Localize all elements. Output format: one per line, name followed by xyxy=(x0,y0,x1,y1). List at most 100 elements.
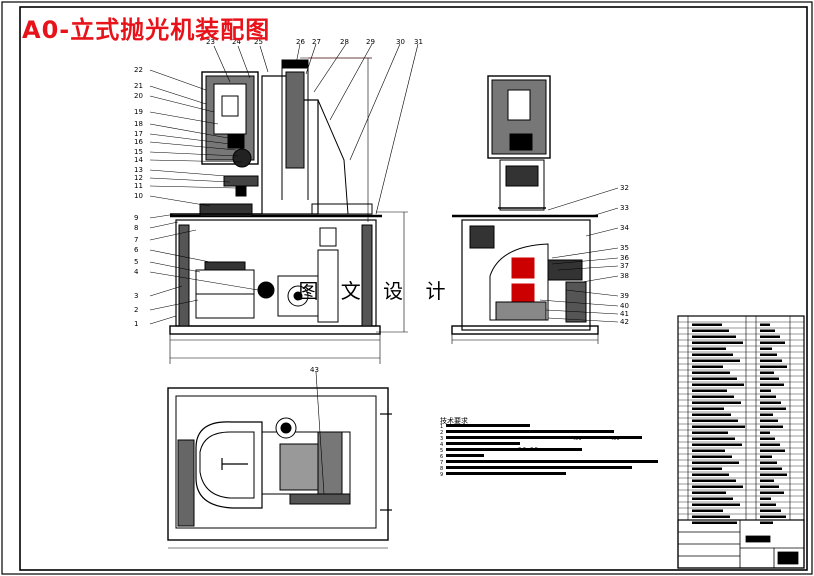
parts-row-material xyxy=(760,461,777,464)
callout-28: 28 xyxy=(340,38,349,46)
parts-row-material xyxy=(760,437,775,440)
parts-row-entry xyxy=(692,503,740,506)
callout-34: 34 xyxy=(620,224,629,232)
parts-row-material xyxy=(760,395,776,398)
parts-row-entry xyxy=(692,377,737,380)
parts-row-entry xyxy=(692,383,744,386)
callout-9: 9 xyxy=(134,214,138,222)
inner-border xyxy=(19,6,808,571)
parts-row-entry xyxy=(692,515,730,518)
parts-row-material xyxy=(760,323,770,326)
parts-row-entry xyxy=(692,461,739,464)
parts-row-entry xyxy=(692,467,722,470)
parts-row-material xyxy=(760,371,774,374)
callout-39: 39 xyxy=(620,292,629,300)
parts-row-entry xyxy=(692,425,745,428)
title-block xyxy=(677,519,805,569)
note-number-3: 3 xyxy=(440,436,443,442)
callout-32: 32 xyxy=(620,184,629,192)
callout-33: 33 xyxy=(620,204,629,212)
parts-list-rows xyxy=(678,321,804,524)
drawing-title: A0-立式抛光机装配图 xyxy=(22,16,271,44)
callout-26: 26 xyxy=(296,38,305,46)
note-number-5: 5 xyxy=(440,448,443,454)
parts-row-entry xyxy=(692,455,732,458)
parts-row-material xyxy=(760,359,782,362)
note-fragment: 400 xyxy=(610,436,620,442)
callout-14: 14 xyxy=(134,156,143,164)
parts-row-material xyxy=(760,347,772,350)
note-number-9: 9 xyxy=(440,472,443,478)
callout-43: 43 xyxy=(310,366,319,374)
note-number-6: 6 xyxy=(440,454,443,460)
callout-23: 23 xyxy=(206,38,215,46)
parts-row-entry xyxy=(692,335,736,338)
callout-10: 10 xyxy=(134,192,143,200)
callout-13: 13 xyxy=(134,166,143,174)
parts-row-entry xyxy=(692,401,741,404)
parts-row-material xyxy=(760,509,781,512)
callout-12: 12 xyxy=(134,174,143,182)
parts-row-material xyxy=(760,419,778,422)
parts-row-entry xyxy=(692,389,727,392)
parts-row-material xyxy=(760,467,782,470)
parts-row-material xyxy=(760,365,787,368)
callout-22: 22 xyxy=(134,66,143,74)
callout-18: 18 xyxy=(134,120,143,128)
callout-8: 8 xyxy=(134,224,138,232)
callout-1: 1 xyxy=(134,320,138,328)
parts-row-entry xyxy=(692,395,734,398)
callout-2: 2 xyxy=(134,306,138,314)
callout-38: 38 xyxy=(620,272,629,280)
parts-row-entry xyxy=(692,437,735,440)
parts-row-entry xyxy=(692,341,743,344)
parts-row-material xyxy=(760,377,779,380)
callout-16: 16 xyxy=(134,138,143,146)
parts-row-material xyxy=(760,491,784,494)
callout-19: 19 xyxy=(134,108,143,116)
parts-row-material xyxy=(760,431,770,434)
parts-row-entry xyxy=(692,431,728,434)
parts-row-material xyxy=(760,455,772,458)
parts-row-entry xyxy=(692,347,726,350)
parts-row-material xyxy=(760,503,776,506)
callout-37: 37 xyxy=(620,262,629,270)
note-number-2: 2 xyxy=(440,430,443,436)
parts-row-material xyxy=(760,341,785,344)
callout-35: 35 xyxy=(620,244,629,252)
parts-row-entry xyxy=(692,479,736,482)
parts-row-material xyxy=(760,479,774,482)
technical-notes-title: 技术要求 xyxy=(440,417,468,425)
parts-row-material xyxy=(760,521,773,524)
note-number-4: 4 xyxy=(440,442,443,448)
callout-20: 20 xyxy=(134,92,143,100)
note-fragment: 0.3~0.5mm xyxy=(518,447,548,453)
parts-row-entry xyxy=(692,365,723,368)
callout-29: 29 xyxy=(366,38,375,46)
callout-36: 36 xyxy=(620,254,629,262)
callout-15: 15 xyxy=(134,148,143,156)
callout-6: 6 xyxy=(134,246,139,254)
side-view xyxy=(451,75,619,344)
parts-row-entry xyxy=(692,407,724,410)
callout-25: 25 xyxy=(254,38,263,46)
note-fragment: 400 xyxy=(572,436,582,442)
parts-row-material xyxy=(760,485,779,488)
callout-31: 31 xyxy=(414,38,423,46)
parts-row-material xyxy=(760,383,784,386)
parts-row-entry xyxy=(692,413,731,416)
watermark-text: 图 文 设 计 xyxy=(298,278,454,303)
front-view xyxy=(149,43,419,364)
parts-row-material xyxy=(760,389,771,392)
parts-row-entry xyxy=(692,509,723,512)
parts-row-entry xyxy=(692,473,729,476)
parts-row-material xyxy=(760,401,781,404)
parts-row-material xyxy=(760,407,786,410)
parts-row-entry xyxy=(692,323,722,326)
callout-40: 40 xyxy=(620,302,629,310)
note-number-7: 7 xyxy=(440,460,443,466)
